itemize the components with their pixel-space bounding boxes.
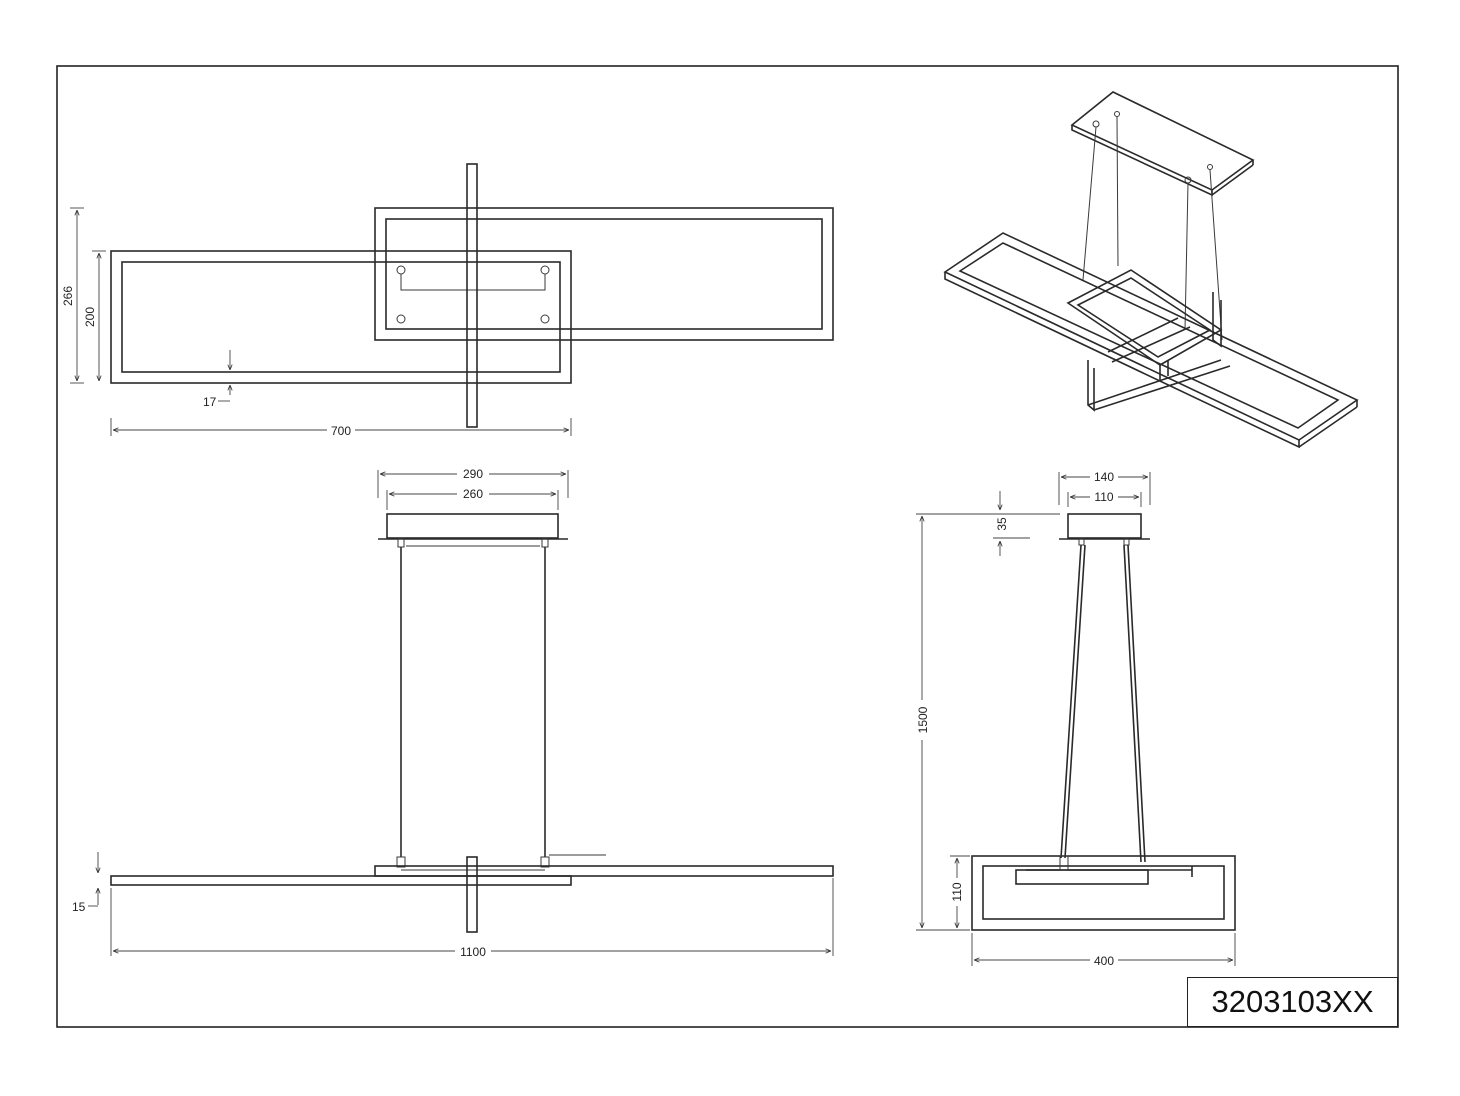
front-view xyxy=(88,470,834,956)
front-dim-290: 290 xyxy=(463,467,483,481)
side-dim-400: 400 xyxy=(1094,954,1114,968)
side-dim-110-canopy: 110 xyxy=(1094,490,1113,504)
front-dim-1100: 1100 xyxy=(460,945,486,959)
side-dim-1500: 1500 xyxy=(916,706,930,733)
product-code: 3203103XX xyxy=(1211,984,1374,1019)
top-dim-200: 200 xyxy=(83,307,97,327)
side-dim-140: 140 xyxy=(1094,470,1114,484)
top-dim-17: 17 xyxy=(203,395,217,409)
top-dim-700: 700 xyxy=(331,424,351,438)
side-dim-35: 35 xyxy=(995,517,1009,531)
drawing-border xyxy=(56,65,1399,1028)
product-code-box: 3203103XX xyxy=(1187,977,1398,1027)
isometric-view xyxy=(943,91,1359,449)
mounting-holes xyxy=(396,265,550,324)
front-dim-15: 15 xyxy=(72,900,86,914)
side-dim-110-frame: 110 xyxy=(950,882,964,901)
front-dim-260: 260 xyxy=(463,487,483,501)
top-view xyxy=(70,163,834,436)
top-dim-266: 266 xyxy=(61,286,75,306)
